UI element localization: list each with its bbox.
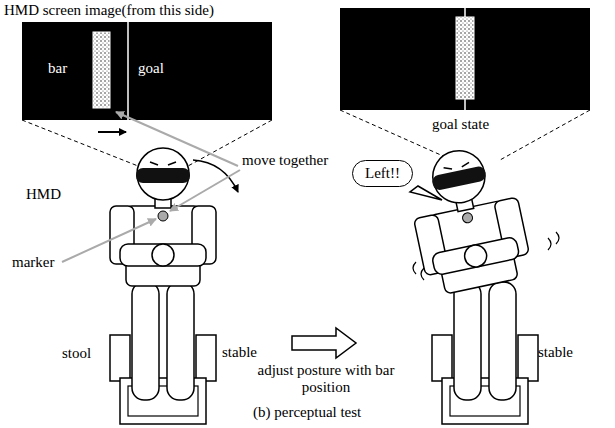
- speech-bubble: Left!!: [352, 160, 413, 187]
- goal-state-label: goal state: [432, 116, 489, 133]
- action-label: adjust posture with bar position: [256, 362, 396, 397]
- stable-label: stable: [222, 344, 257, 361]
- screen-title: HMD screen image(from this side): [4, 2, 214, 19]
- screen-image: bar goal: [22, 22, 272, 120]
- callout-label: move together: [242, 152, 328, 169]
- marker-label: marker: [12, 254, 54, 271]
- node-text: Left!!: [365, 165, 400, 182]
- stable-label: stable: [538, 344, 573, 361]
- stool-label: stool: [62, 345, 91, 362]
- hmd-label: HMD: [26, 186, 61, 203]
- node-text: bar: [48, 60, 67, 77]
- node-text: goal: [138, 60, 164, 77]
- figure-caption: (b) perceptual test: [253, 404, 361, 421]
